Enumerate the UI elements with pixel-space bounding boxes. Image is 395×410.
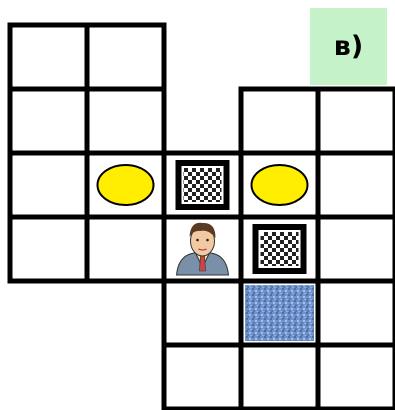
board-cell[interactable]: [241, 89, 318, 153]
board-cell[interactable]: [10, 89, 87, 153]
board-cell[interactable]: [164, 345, 241, 409]
board-cell[interactable]: [87, 217, 164, 281]
board-cell[interactable]: [87, 89, 164, 153]
board-cell[interactable]: [318, 153, 395, 217]
board-cell[interactable]: [10, 153, 87, 217]
board-cell[interactable]: [318, 217, 395, 281]
board-cell[interactable]: [164, 281, 241, 345]
board-cell[interactable]: [318, 89, 395, 153]
blue-stone-floor-icon: [245, 285, 314, 341]
checkered-crate-icon: [253, 224, 307, 274]
board-cell[interactable]: [10, 25, 87, 89]
board-cell[interactable]: [10, 217, 87, 281]
board-cell[interactable]: [87, 25, 164, 89]
yellow-oval-icon: [98, 165, 154, 205]
board-cell[interactable]: [318, 345, 395, 409]
board-cell[interactable]: [241, 345, 318, 409]
board-cell[interactable]: [318, 281, 395, 345]
checkered-crate-icon: [176, 160, 230, 210]
yellow-oval-icon: [252, 165, 308, 205]
